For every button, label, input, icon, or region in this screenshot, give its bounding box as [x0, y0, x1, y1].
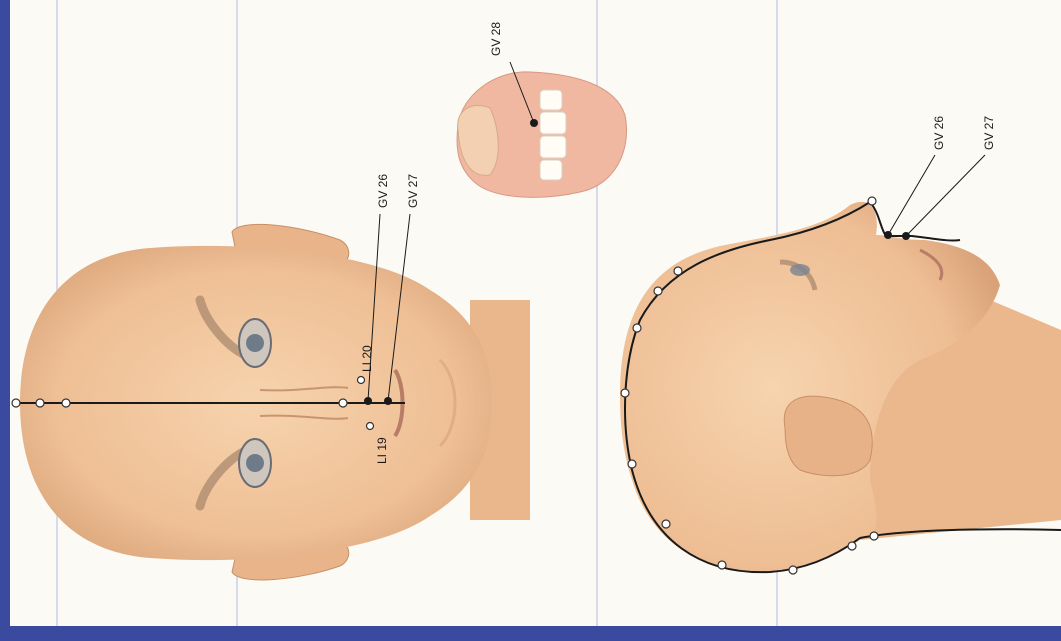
- side-point-open: [654, 287, 662, 295]
- side-point-open: [662, 520, 670, 528]
- side-eye: [790, 264, 810, 276]
- front-iris-top: [246, 334, 264, 352]
- front-li19-label: LI 19: [375, 437, 389, 464]
- inset-tooth: [540, 160, 562, 180]
- side-point-open: [633, 324, 641, 332]
- side-point-open: [870, 532, 878, 540]
- front-point-open: [62, 399, 70, 407]
- side-point-open: [674, 267, 682, 275]
- inset-tooth: [540, 90, 562, 110]
- front-point-open: [36, 399, 44, 407]
- front-li20-label: LI 20: [360, 345, 374, 372]
- side-point-open: [868, 197, 876, 205]
- front-iris-bottom: [246, 454, 264, 472]
- inset-tooth: [540, 136, 566, 158]
- front-point-open: [339, 399, 347, 407]
- side-point-open: [621, 389, 629, 397]
- inset-tooth: [540, 112, 566, 134]
- inset-gv28-label: GV 28: [489, 22, 503, 56]
- side-point-open: [628, 460, 636, 468]
- front-gv26-label: GV 26: [376, 174, 390, 208]
- front-point-open: [12, 399, 20, 407]
- side-point-open: [848, 542, 856, 550]
- front-gv27-label: GV 27: [406, 174, 420, 208]
- li19-point: [367, 423, 374, 430]
- side-point-open: [718, 561, 726, 569]
- side-point-open: [789, 566, 797, 574]
- li20-point: [358, 377, 365, 384]
- side-gv27-label: GV 27: [982, 116, 996, 150]
- side-gv26-label: GV 26: [932, 116, 946, 150]
